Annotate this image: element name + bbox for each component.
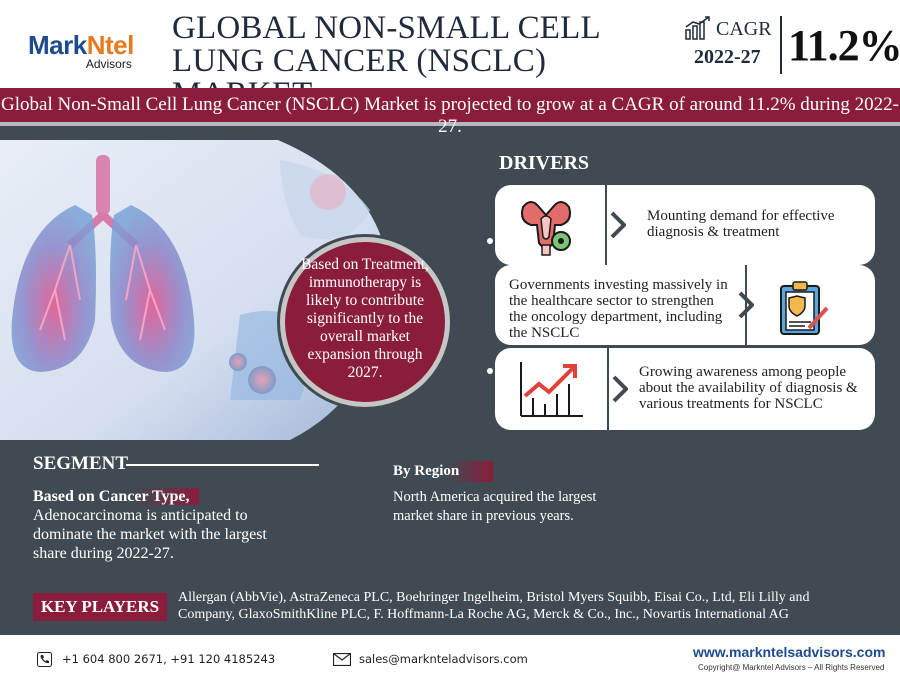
uterus-icon — [521, 201, 571, 256]
cagr-divider — [780, 16, 782, 74]
footer-website[interactable]: www.markntelsadvisors.com — [693, 644, 886, 660]
segment-body-text: Adenocarcinoma is anticipated to dominat… — [33, 507, 267, 562]
key-players-label: KEY PLAYERS — [33, 593, 167, 621]
cagr-value: 11.2% — [788, 21, 900, 70]
summary-text: Global Non-Small Cell Lung Cancer (NSCLC… — [1, 94, 899, 137]
chevron-right-icon — [738, 291, 754, 319]
footer-copyright: Copyright@ Markntel Advisors – All Right… — [698, 663, 885, 672]
chevron-right-icon — [612, 375, 628, 403]
connector-dot — [487, 238, 493, 244]
region-title: By Region — [393, 461, 494, 482]
summary-banner: Global Non-Small Cell Lung Cancer (NSCLC… — [0, 88, 900, 137]
bar-chart-icon — [685, 16, 710, 40]
card-divider — [745, 265, 747, 345]
logo-wordmark: MarkNtel — [28, 30, 134, 60]
cagr-years: 2022-27 — [694, 46, 761, 68]
phone-icon — [37, 652, 52, 667]
treatment-callout: Based on Treatment, immunotherapy is lik… — [280, 237, 450, 407]
header: MarkNtel Advisors GLOBAL NON-SMALL CELL … — [0, 0, 900, 111]
cagr-label: CAGR — [716, 18, 772, 40]
logo: MarkNtel Advisors — [28, 30, 134, 71]
chevron-right-icon — [610, 211, 626, 239]
segment-divider — [126, 464, 319, 466]
driver-text-demand: Mounting demand for effective diagnosis … — [647, 208, 835, 240]
cagr-box: CAGR 2022-27 11.2% — [684, 16, 900, 76]
clipboard-shield-icon — [780, 281, 829, 335]
footer-phone[interactable]: +1 604 800 2671, +91 120 4185243 — [62, 652, 276, 666]
card-divider — [607, 348, 609, 430]
page-title: GLOBAL NON-SMALL CELL LUNG CANCER (NSCLC… — [172, 10, 600, 111]
driver-text-government: Governments investing massively in the h… — [509, 277, 728, 341]
treatment-callout-text: Based on Treatment, immunotherapy is lik… — [301, 256, 429, 381]
footer: +1 604 800 2671, +91 120 4185243 sales@m… — [0, 635, 900, 683]
growth-chart-icon — [520, 362, 583, 417]
drivers-title: DRIVERS — [499, 152, 590, 174]
connector-dot — [487, 368, 493, 374]
driver-card-demand: Mounting demand for effective diagnosis … — [495, 185, 875, 265]
driver-text-awareness: Growing awareness among people about the… — [639, 364, 858, 412]
logo-subtitle: Advisors — [85, 57, 132, 71]
driver-card-awareness: Growing awareness among people about the… — [495, 348, 875, 430]
mail-icon — [333, 653, 351, 666]
driver-card-government: Governments investing massively in the h… — [495, 265, 875, 345]
region-text: North America acquired the largest marke… — [393, 489, 597, 524]
card-divider — [605, 185, 607, 265]
segment-text: Based on Cancer Type, Adenocarcinoma is … — [33, 487, 283, 563]
key-players-text: Allergan (AbbVie), AstraZeneca PLC, Boeh… — [178, 590, 810, 622]
footer-email[interactable]: sales@marknteladvisors.com — [359, 652, 528, 666]
segment-title: SEGMENT — [33, 453, 129, 474]
segment-bold-text: Based on Cancer Type, — [33, 488, 200, 505]
